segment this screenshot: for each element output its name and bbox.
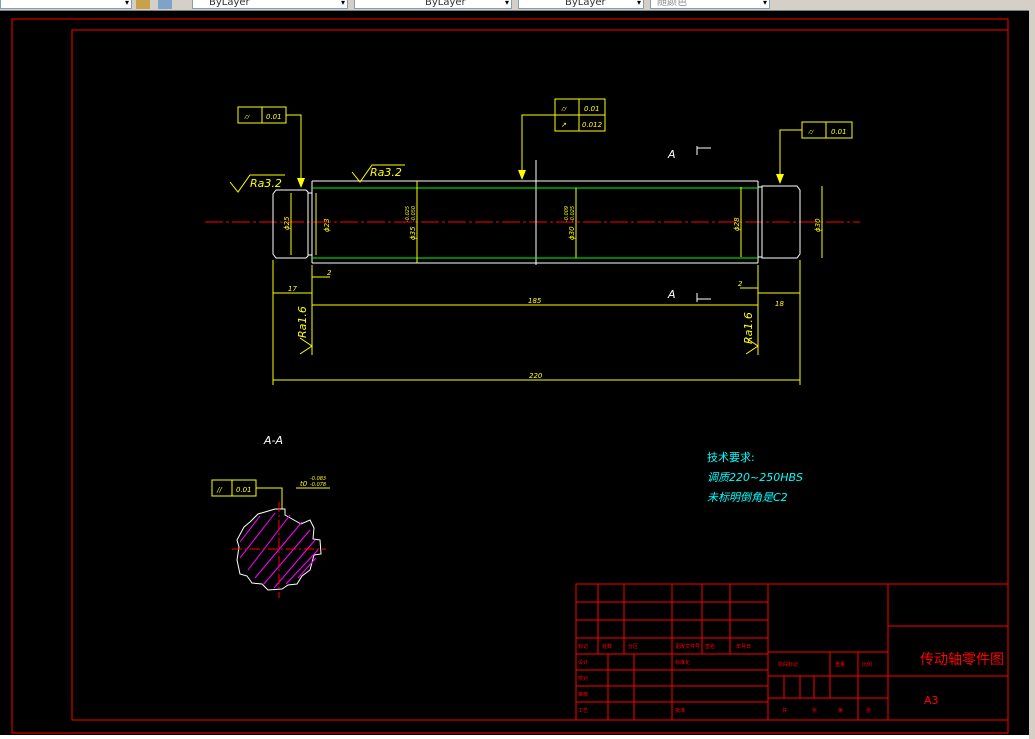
command-line-strip bbox=[0, 735, 1029, 739]
tb-label: 标准化 bbox=[675, 659, 690, 666]
dim-d-right-inner: ϕ28 bbox=[733, 217, 741, 231]
section-mark-top: A bbox=[667, 148, 676, 161]
tolerance-arrows bbox=[297, 170, 784, 188]
runout-symbol-icon: ⌭ bbox=[808, 128, 814, 136]
tb-label: 设计 bbox=[578, 659, 588, 666]
tb-label: 签名 bbox=[705, 643, 715, 650]
tb-label: 比例 bbox=[862, 661, 872, 668]
dim-gap-left: 2 bbox=[327, 269, 332, 277]
ra-right-vertical: Ra1.6 bbox=[742, 312, 755, 344]
tb-label: 张 bbox=[812, 707, 817, 714]
title-block bbox=[575, 583, 1009, 721]
tb-label: 分区 bbox=[628, 643, 638, 650]
keyway-tol-upper: -0.083 bbox=[310, 476, 326, 482]
keyway-tol-lower: -0.078 bbox=[310, 482, 326, 488]
keyway-dim-label: t0 bbox=[300, 480, 308, 488]
tb-label: 共 bbox=[782, 707, 787, 714]
center-circular-runout-value: 0.012 bbox=[582, 121, 603, 129]
plotstyle-control[interactable]: 随颜色 ▾ bbox=[650, 0, 770, 9]
right-runout-value: 0.01 bbox=[831, 128, 847, 136]
tb-label: 第 bbox=[838, 707, 843, 714]
parallelism-icon: // bbox=[216, 486, 222, 494]
dim-d-mid: ϕ30 bbox=[568, 226, 576, 240]
tb-label: 处数 bbox=[602, 643, 612, 650]
dim-len-main: 185 bbox=[528, 297, 542, 305]
dim-d-right-outer: ϕ30 bbox=[814, 218, 822, 232]
lineweight-control[interactable]: ByLayer ▾ bbox=[518, 0, 644, 9]
runout-symbol-icon: ⌭ bbox=[561, 105, 567, 113]
center-runout-value: 0.01 bbox=[584, 105, 600, 113]
left-runout-value: 0.01 bbox=[266, 113, 282, 121]
section-label: A-A bbox=[263, 434, 283, 447]
chevron-down-icon: ▾ bbox=[124, 0, 129, 7]
dim-d-left-inner: ϕ23 bbox=[323, 218, 331, 232]
lineweight-control-value: ByLayer bbox=[565, 0, 606, 8]
dim-d-mid-tol-upper: -0.009 bbox=[564, 206, 570, 222]
drawing-title: 传动轴零件图 bbox=[920, 652, 1004, 668]
dim-d-left-outer: ϕ25 bbox=[283, 216, 291, 230]
layer-control-value: ByLayer bbox=[209, 0, 250, 8]
tb-label: 校对 bbox=[578, 675, 588, 682]
title-block-labels: 标记 处数 分区 更改文件号 签名 年月日 设计 标准化 阶段标记 重量 比例 … bbox=[578, 643, 872, 714]
chevron-down-icon: ▾ bbox=[504, 0, 509, 7]
tb-label: 标记 bbox=[578, 643, 588, 650]
tb-label: 年月日 bbox=[736, 643, 751, 650]
dimension-lines bbox=[272, 181, 823, 385]
tb-label: 审核 bbox=[578, 691, 588, 698]
notes-line1: 调质220~250HBS bbox=[707, 471, 803, 484]
roughness-symbols bbox=[229, 164, 759, 355]
tolerance-texts: ⌭ 0.01 ⌭ 0.01 ↗ 0.012 ⌭ 0.01 // 0.01 bbox=[216, 105, 847, 494]
plotstyle-control-value: 随颜色 bbox=[657, 0, 687, 8]
dim-len-total: 220 bbox=[529, 372, 543, 380]
technical-notes: 技术要求: 调质220~250HBS 未标明倒角是C2 bbox=[707, 451, 803, 504]
dim-gap-right: 2 bbox=[738, 280, 743, 288]
color-dropdown[interactable]: ▾ bbox=[0, 0, 132, 9]
section-mark-bottom: A bbox=[667, 288, 676, 301]
outer-frame bbox=[11, 18, 1009, 734]
chevron-down-icon: ▾ bbox=[762, 0, 767, 7]
ra-left-vertical: Ra1.6 bbox=[296, 306, 309, 338]
dimension-texts: ϕ25 ϕ23 ϕ35 -0.025 -0.050 ϕ30 -0.009 -0.… bbox=[283, 206, 822, 380]
dim-d-main-tol-lower: -0.050 bbox=[411, 206, 417, 222]
shaft-outline bbox=[272, 160, 801, 265]
tb-label: 工艺 bbox=[578, 708, 588, 714]
linetype-control-value: ByLayer bbox=[425, 0, 466, 8]
layer-previous-icon[interactable] bbox=[158, 0, 172, 9]
chevron-down-icon: ▾ bbox=[340, 0, 345, 7]
dim-d-main-tol-upper: -0.025 bbox=[405, 206, 411, 222]
dim-len-right: 18 bbox=[775, 300, 784, 308]
dim-len-left: 17 bbox=[288, 285, 297, 293]
drawing-canvas[interactable]: ϕ25 ϕ23 ϕ35 -0.025 -0.050 ϕ30 -0.009 -0.… bbox=[0, 10, 1029, 735]
tb-label: 重量 bbox=[835, 661, 845, 668]
tb-label: 更改文件号 bbox=[675, 643, 700, 650]
tb-label: 批准 bbox=[675, 707, 685, 714]
linetype-control[interactable]: ByLayer ▾ bbox=[354, 0, 512, 9]
chevron-down-icon: ▾ bbox=[636, 0, 641, 7]
tb-label: 张 bbox=[866, 707, 871, 714]
layer-control[interactable]: ByLayer ▾ bbox=[192, 0, 348, 9]
paper-size: A3 bbox=[924, 694, 939, 707]
window-frame-right bbox=[1029, 10, 1035, 739]
circular-runout-icon: ↗ bbox=[561, 121, 567, 129]
notes-title: 技术要求: bbox=[707, 451, 755, 464]
dim-d-mid-tol-lower: -0.025 bbox=[570, 206, 576, 222]
runout-symbol-icon: ⌭ bbox=[244, 113, 250, 121]
section-marks: A A A-A bbox=[263, 148, 676, 447]
toolbar: ▾ ByLayer ▾ ByLayer ▾ ByLayer ▾ 随颜色 ▾ bbox=[0, 0, 1035, 11]
inner-frame bbox=[71, 29, 1009, 721]
tb-label: 阶段标记 bbox=[778, 661, 798, 668]
dim-d-main: ϕ35 bbox=[409, 226, 417, 240]
notes-line2: 未标明倒角是C2 bbox=[707, 491, 788, 504]
layer-manager-icon[interactable] bbox=[136, 0, 150, 9]
ra-mid-top: Ra3.2 bbox=[370, 166, 402, 179]
section-cut-lines bbox=[696, 146, 711, 302]
section-view bbox=[232, 502, 326, 598]
keyway-dim: t0 -0.083 -0.078 bbox=[296, 476, 330, 489]
roughness-texts: Ra3.2 Ra3.2 Ra1.6 Ra1.6 bbox=[250, 166, 755, 344]
ra-left-top: Ra3.2 bbox=[250, 177, 282, 190]
tolerance-frames bbox=[211, 98, 853, 510]
parallelism-value: 0.01 bbox=[236, 486, 252, 494]
